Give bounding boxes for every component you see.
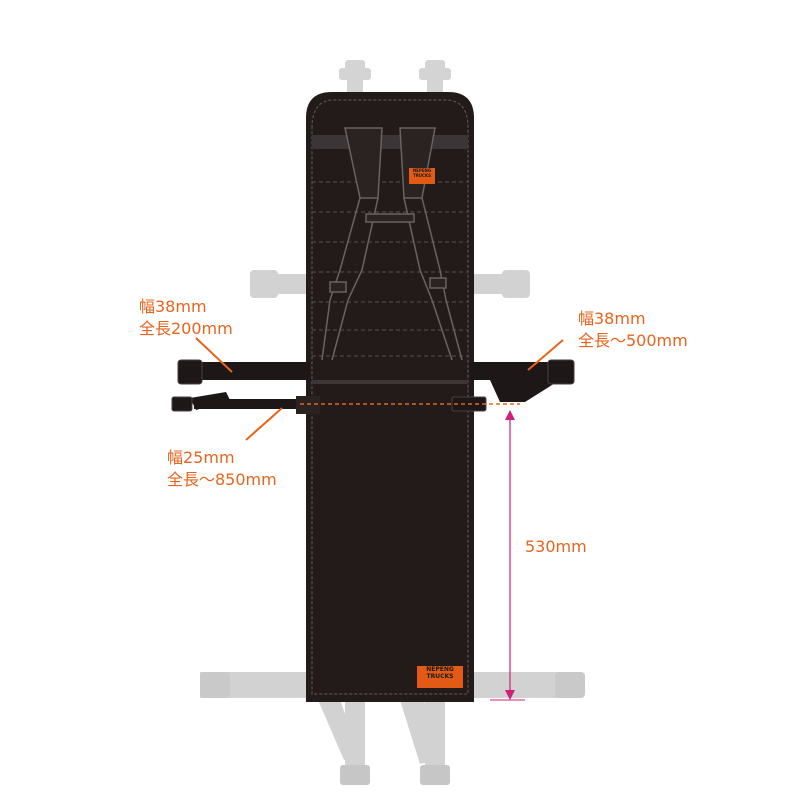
callout-length: 全長200mm xyxy=(139,319,233,338)
bottom-tag-line1: NEPENG xyxy=(426,666,454,673)
ghost-side-straps xyxy=(250,270,530,298)
bottom-brand-tag xyxy=(417,666,463,688)
right-chest-strap xyxy=(470,359,575,402)
ghost-top-buckles xyxy=(339,60,451,94)
bottom-tag-text: NEPENG TRUCKS xyxy=(417,666,463,688)
top-tag-text: NEPENG TRUCKS xyxy=(409,168,435,184)
top-tag-line2: TRUCKS xyxy=(413,173,431,178)
callout-chest-strap-left: 幅38mm 全長200mm xyxy=(139,296,233,340)
callout-waist-strap: 幅25mm 全長～850mm xyxy=(167,447,277,491)
buckle-icon xyxy=(177,359,203,385)
callout-chest-strap-right: 幅38mm 全長～500mm xyxy=(578,308,688,352)
top-brand-tag xyxy=(409,168,435,184)
callout-width: 幅38mm xyxy=(139,297,207,316)
callout-width: 幅25mm xyxy=(167,448,235,467)
dimension-label: 530mm xyxy=(525,537,587,556)
callout-length: 全長～850mm xyxy=(167,470,277,489)
callout-width: 幅38mm xyxy=(578,309,646,328)
dimension-line xyxy=(490,410,525,701)
waist-strap xyxy=(171,392,520,414)
bottom-tag-line2: TRUCKS xyxy=(426,673,454,680)
shoulder-strap-icon xyxy=(321,127,463,361)
top-tag-line1: NEPENG xyxy=(412,168,432,173)
buckle-icon xyxy=(547,359,575,385)
left-chest-strap xyxy=(177,359,310,385)
callout-length: 全長～500mm xyxy=(578,331,688,350)
back-panel xyxy=(306,92,474,702)
callout-pointers xyxy=(195,337,564,441)
ghost-bottom-straps xyxy=(200,672,585,785)
